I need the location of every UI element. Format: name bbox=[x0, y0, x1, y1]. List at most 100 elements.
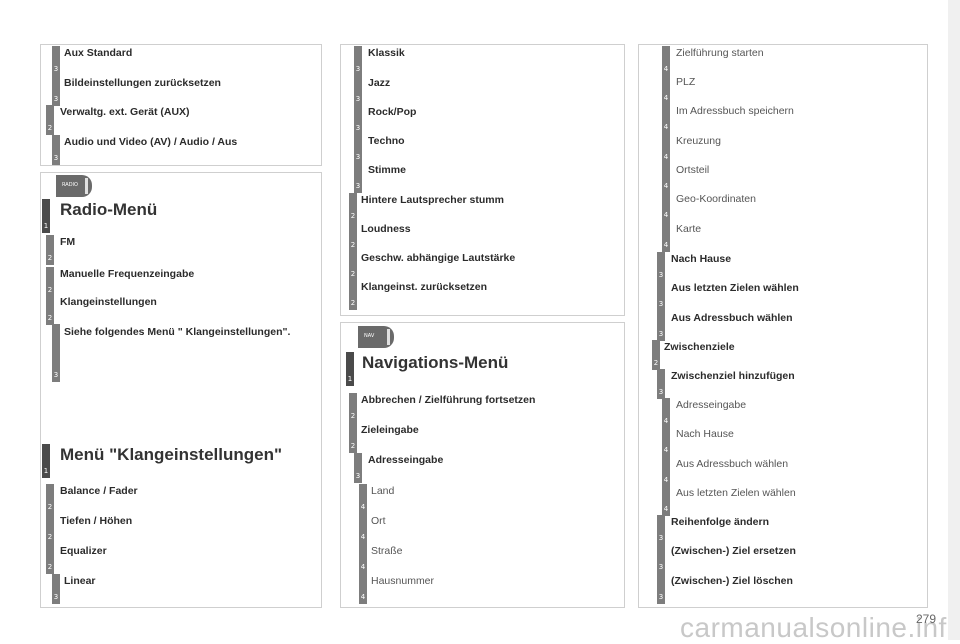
menu-item-label: Zielführung starten bbox=[676, 47, 764, 59]
menu-item-label: Nach Hause bbox=[671, 253, 732, 265]
level-badge: 3 bbox=[657, 252, 665, 282]
menu-item-label: Zwischenziel hinzufügen bbox=[671, 370, 795, 382]
menu-item-label: Bildeinstellungen zurücksetzen bbox=[64, 77, 221, 89]
radio-tab-icon: RADIO bbox=[56, 175, 92, 197]
panel-radio bbox=[40, 172, 322, 608]
level-badge: 3 bbox=[354, 134, 362, 164]
level-badge: 4 bbox=[359, 514, 367, 544]
level-badge: 3 bbox=[657, 544, 665, 574]
menu-item-label: Straße bbox=[371, 545, 403, 557]
panel-aux bbox=[40, 44, 322, 166]
menu-item-label: Hausnummer bbox=[371, 575, 435, 587]
level-badge: 3 bbox=[52, 574, 60, 604]
menu-item-label: Karte bbox=[676, 223, 702, 235]
menu-item-label: Geschw. abhängige Lautstärke bbox=[361, 252, 516, 264]
level-badge: 4 bbox=[662, 104, 670, 134]
menu-item-label: Manuelle Frequenzeingabe bbox=[60, 268, 195, 280]
level-badge: 3 bbox=[52, 135, 60, 165]
menu-item-label: Aus letzten Zielen wählen bbox=[671, 282, 799, 294]
level-badge: 3 bbox=[52, 46, 60, 76]
menu-item-label: Ort bbox=[371, 515, 386, 527]
level-badge: 2 bbox=[46, 484, 54, 514]
level-badge: 4 bbox=[662, 427, 670, 457]
level-badge: 3 bbox=[657, 574, 665, 604]
menu-item-label: Land bbox=[371, 485, 395, 497]
level-badge: 2 bbox=[652, 340, 660, 370]
scrollbar[interactable] bbox=[948, 0, 960, 640]
menu-item-label: Aus Adressbuch wählen bbox=[676, 458, 789, 470]
menu-item-label: Siehe folgendes Menü " Klangeinstellunge… bbox=[64, 326, 291, 338]
menu-item-label: Klassik bbox=[368, 47, 405, 59]
menu-item-label: Zwischenziele bbox=[664, 341, 735, 353]
level-badge: 3 bbox=[657, 515, 665, 545]
menu-item-label: Ortsteil bbox=[676, 164, 710, 176]
level-badge: 2 bbox=[46, 105, 54, 135]
level-badge: 3 bbox=[354, 453, 362, 483]
level-badge: 4 bbox=[662, 486, 670, 516]
menu-item-label: Hintere Lautsprecher stumm bbox=[361, 194, 504, 206]
panel-nav-cont bbox=[638, 44, 928, 608]
menu-item-label: PLZ bbox=[676, 76, 696, 88]
menu-item-label: Balance / Fader bbox=[60, 485, 138, 497]
level-badge: 2 bbox=[349, 423, 357, 453]
menu-item-label: Klangeinst. zurücksetzen bbox=[361, 281, 488, 293]
panel-sound bbox=[340, 44, 625, 316]
menu-item-label: Equalizer bbox=[60, 545, 107, 557]
menu-item-label: (Zwischen-) Ziel löschen bbox=[671, 575, 793, 587]
level-badge: 3 bbox=[354, 163, 362, 193]
menu-item-label: Rock/Pop bbox=[368, 106, 417, 118]
level-badge: 3 bbox=[657, 369, 665, 399]
menu-item-label: Verwaltg. ext. Gerät (AUX) bbox=[60, 106, 190, 118]
level-badge: 3 bbox=[657, 311, 665, 341]
level-badge: 2 bbox=[349, 251, 357, 281]
menu-item-label: Techno bbox=[368, 135, 405, 147]
level-badge: 3 bbox=[657, 281, 665, 311]
level-badge: 4 bbox=[662, 46, 670, 76]
menu-item-label: (Zwischen-) Ziel ersetzen bbox=[671, 545, 796, 557]
menu-item-label: Adresseingabe bbox=[676, 399, 747, 411]
level-badge: 4 bbox=[662, 192, 670, 222]
level-badge: 3 bbox=[354, 46, 362, 76]
level-badge: 4 bbox=[662, 163, 670, 193]
level-badge: 3 bbox=[354, 76, 362, 106]
level-badge: 2 bbox=[349, 193, 357, 223]
page-number: 279 bbox=[915, 612, 936, 626]
section-title: Menü "Klangeinstellungen" bbox=[60, 445, 283, 464]
level-badge: 1 bbox=[346, 352, 354, 386]
level-badge: 1 bbox=[42, 199, 50, 233]
level-badge: 1 bbox=[42, 444, 50, 478]
level-badge: 2 bbox=[46, 267, 54, 297]
level-badge: 4 bbox=[662, 134, 670, 164]
menu-item-label: Kreuzung bbox=[676, 135, 721, 147]
menu-item-label: Adresseingabe bbox=[368, 454, 444, 466]
level-badge: 4 bbox=[662, 398, 670, 428]
level-badge: 2 bbox=[349, 393, 357, 423]
level-badge: 2 bbox=[349, 222, 357, 252]
menu-item-label: FM bbox=[60, 236, 76, 248]
level-badge: 2 bbox=[349, 280, 357, 310]
menu-item-label: Loudness bbox=[361, 223, 411, 235]
menu-item-label: Im Adressbuch speichern bbox=[676, 105, 794, 117]
panel-nav bbox=[340, 322, 625, 608]
level-badge: 3 bbox=[354, 105, 362, 135]
menu-item-label: Reihenfolge ändern bbox=[671, 516, 770, 528]
level-badge: 4 bbox=[359, 574, 367, 604]
menu-item-label: Tiefen / Höhen bbox=[60, 515, 133, 527]
menu-item-label: Zieleingabe bbox=[361, 424, 419, 436]
section-title: Radio-Menü bbox=[60, 200, 158, 219]
menu-item-label: Aux Standard bbox=[64, 47, 133, 59]
level-badge: 3 bbox=[52, 324, 60, 382]
level-badge: 3 bbox=[52, 76, 60, 106]
menu-item-label: Abbrechen / Zielführung fortsetzen bbox=[361, 394, 536, 406]
level-badge: 4 bbox=[662, 457, 670, 487]
menu-item-label: Klangeinstellungen bbox=[60, 296, 157, 308]
menu-item-label: Aus letzten Zielen wählen bbox=[676, 487, 796, 499]
menu-item-label: Linear bbox=[64, 575, 96, 587]
level-badge: 4 bbox=[359, 544, 367, 574]
watermark: carmanualsonline.info bbox=[680, 612, 960, 643]
menu-item-label: Jazz bbox=[368, 77, 391, 89]
level-badge: 2 bbox=[46, 544, 54, 574]
level-badge: 4 bbox=[359, 484, 367, 514]
menu-item-label: Aus Adressbuch wählen bbox=[671, 312, 793, 324]
menu-item-label: Nach Hause bbox=[676, 428, 734, 440]
